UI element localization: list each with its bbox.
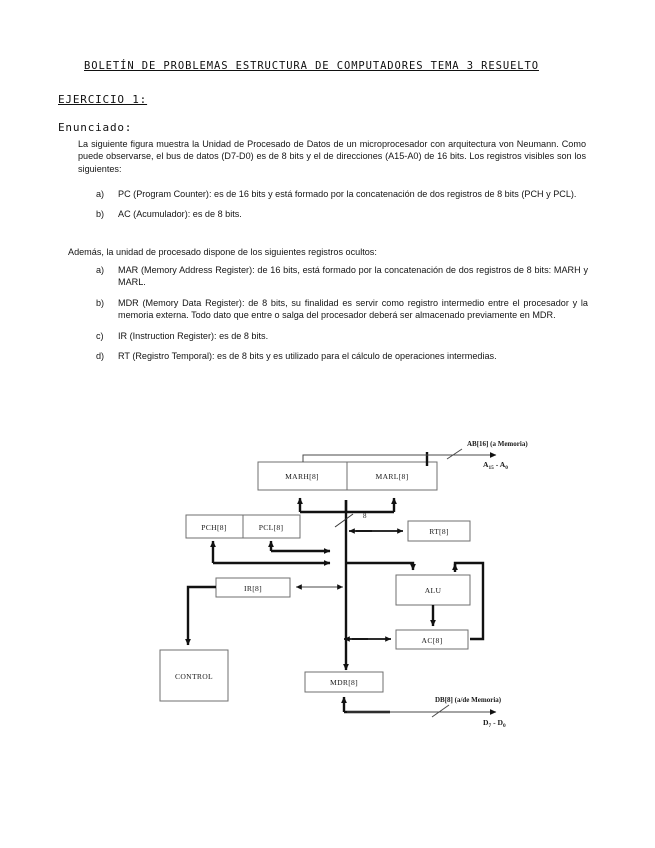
address-range-label: A15 - A0 bbox=[483, 460, 508, 471]
mdr-label: MDR[8] bbox=[330, 678, 358, 687]
address-bus-label: AB[16] (a Memoria) bbox=[467, 440, 528, 448]
list-item: a) MAR (Memory Address Register): de 16 … bbox=[96, 264, 588, 289]
mar-register-box bbox=[257, 461, 438, 491]
hidden-registers-list: a) MAR (Memory Address Register): de 16 … bbox=[96, 264, 588, 370]
data-bus-label: DB[8] (a/de Memoria) bbox=[435, 696, 502, 704]
list-marker: b) bbox=[96, 297, 105, 308]
ir-label: IR[8] bbox=[244, 584, 262, 593]
ir-to-control-line bbox=[185, 585, 216, 646]
data-bus-width-tick bbox=[431, 704, 450, 718]
statement-label: Enunciado: bbox=[58, 121, 133, 134]
mdr-register-box bbox=[304, 671, 384, 693]
list-item-text: AC (Acumulador): es de 8 bits. bbox=[118, 209, 242, 220]
rt-register-box bbox=[407, 520, 471, 542]
pcl-label: PCL[8] bbox=[259, 523, 284, 532]
list-marker: a) bbox=[96, 265, 105, 275]
bus-width-tick bbox=[334, 513, 354, 528]
list-item-text: MDR (Memory Data Register): de 8 bits, s… bbox=[118, 297, 588, 321]
page-title: BOLETÍN DE PROBLEMAS ESTRUCTURA DE COMPU… bbox=[84, 60, 539, 72]
list-item: d) RT (Registro Temporal): es de 8 bits … bbox=[96, 350, 588, 362]
list-item-text: IR (Instruction Register): es de 8 bits. bbox=[118, 330, 269, 341]
pch-label: PCH[8] bbox=[201, 523, 226, 532]
list-item: b) AC (Acumulador): es de 8 bits. bbox=[96, 208, 588, 220]
ac-register-box bbox=[395, 629, 469, 650]
list-item-text: PC (Program Counter): es de 16 bits y es… bbox=[118, 189, 577, 199]
ac-to-alu-feedback bbox=[453, 561, 485, 641]
list-item: c) IR (Instruction Register): es de 8 bi… bbox=[96, 330, 588, 342]
list-marker: a) bbox=[96, 189, 105, 199]
list-item-text: MAR (Memory Address Register): de 16 bit… bbox=[118, 265, 588, 288]
control-label: CONTROL bbox=[175, 672, 213, 681]
hidden-registers-intro: Además, la unidad de procesado dispone d… bbox=[68, 247, 377, 257]
marh-label: MARH[8] bbox=[285, 472, 319, 481]
list-marker: c) bbox=[96, 330, 104, 341]
bus-to-alu-input bbox=[346, 561, 416, 571]
bus-width-label: 8 bbox=[363, 512, 367, 520]
data-range-label: D7 - D0 bbox=[483, 718, 506, 729]
alu-box bbox=[395, 574, 471, 606]
address-bus-width-tick bbox=[446, 448, 463, 460]
ac-label: AC[8] bbox=[422, 636, 443, 645]
control-unit-box bbox=[159, 649, 229, 702]
visible-registers-list: a) PC (Program Counter): es de 16 bits y… bbox=[96, 188, 588, 229]
marl-label: MARL[8] bbox=[376, 472, 409, 481]
list-item: a) PC (Program Counter): es de 16 bits y… bbox=[96, 188, 588, 200]
ir-register-box bbox=[215, 577, 291, 598]
mar-output-bracket bbox=[302, 454, 428, 462]
intro-paragraph: La siguiente figura muestra la Unidad de… bbox=[78, 139, 586, 174]
rt-label: RT[8] bbox=[429, 527, 449, 536]
alu-label: ALU bbox=[425, 586, 442, 595]
list-item: b) MDR (Memory Data Register): de 8 bits… bbox=[96, 297, 588, 322]
list-marker: d) bbox=[96, 351, 105, 362]
list-marker: b) bbox=[96, 209, 105, 220]
exercise-heading: EJERCICIO 1: bbox=[58, 93, 148, 106]
list-item-text: RT (Registro Temporal): es de 8 bits y e… bbox=[118, 351, 497, 362]
pc-register-box bbox=[185, 514, 301, 539]
